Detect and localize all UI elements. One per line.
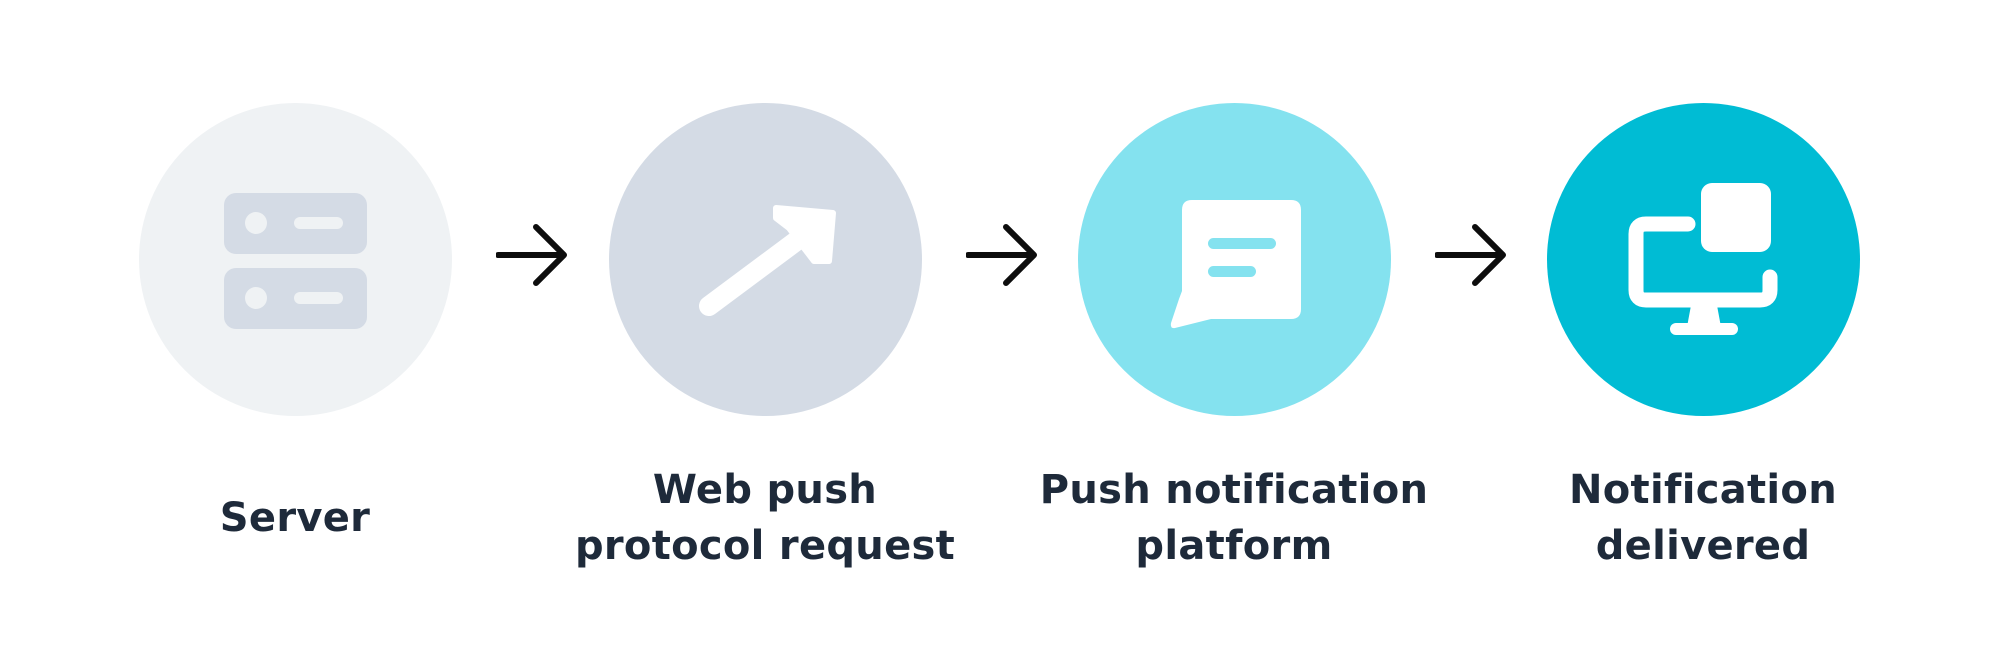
step-circle xyxy=(1547,103,1860,416)
step-label-line: platform xyxy=(1135,523,1333,569)
chat-bubble-icon xyxy=(1170,200,1301,329)
step-label-line: Web push xyxy=(652,467,878,513)
step-notification-delivered: Notification delivered xyxy=(1493,0,1913,665)
step-server: Server xyxy=(85,0,505,665)
step-label: Push notification platform xyxy=(1024,462,1444,574)
step-web-push-request: Web push protocol request xyxy=(555,0,975,665)
step-circle xyxy=(609,103,922,416)
step-label-line: delivered xyxy=(1595,523,1811,569)
step-circle xyxy=(1078,103,1391,416)
right-arrow-icon xyxy=(966,224,1037,286)
step-push-platform: Push notification platform xyxy=(1024,0,1444,665)
step-label: Notification delivered xyxy=(1493,462,1913,574)
step-label-line: Server xyxy=(219,495,371,541)
right-arrow-icon xyxy=(1435,224,1506,286)
step-label-line: Notification xyxy=(1569,467,1837,513)
step-label-line: Push notification xyxy=(1039,467,1429,513)
step-label-line: protocol request xyxy=(574,523,956,569)
step-label: Web push protocol request xyxy=(555,462,975,574)
desktop-notification-icon xyxy=(1628,183,1778,335)
step-circle xyxy=(139,103,452,416)
step-label: Server xyxy=(85,490,505,546)
arrow-up-right-icon xyxy=(699,205,836,316)
right-arrow-icon xyxy=(496,224,567,286)
server-icon xyxy=(224,193,367,329)
